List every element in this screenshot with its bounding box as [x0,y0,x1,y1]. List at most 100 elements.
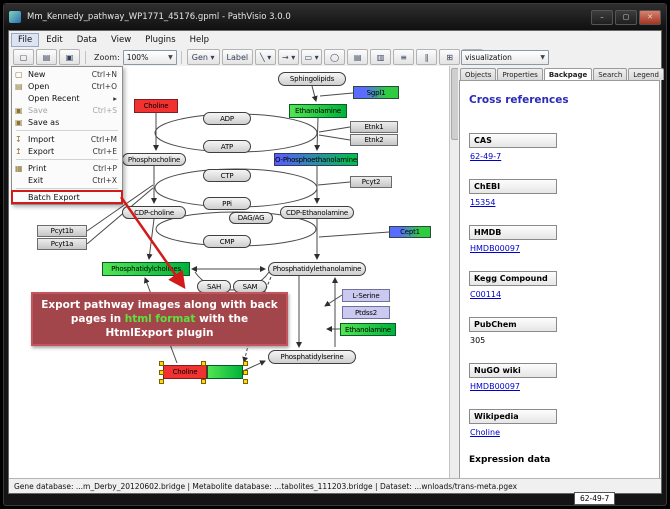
tab-legend[interactable]: Legend [628,68,664,80]
pathway-node-phosphatidylserine[interactable]: Phosphatidylserine [268,350,356,364]
close-button[interactable]: ✕ [639,9,661,25]
menu-item-shortcut: Ctrl+N [91,69,117,79]
pathway-node-l-serine[interactable]: L-Serine [342,289,390,302]
minimize-button[interactable]: – [591,9,613,25]
menu-item-save-as[interactable]: ▣Save as [12,116,122,128]
menu-item-label: New [28,69,46,79]
print-icon: ▦ [15,163,23,173]
toolbar-tool-group: Gen ▾Label╲ ▾→ ▾▭ ▾◯▤▥≡∥⊞⊟ [186,49,484,65]
new-file-button[interactable]: ▢ [13,49,34,65]
tab-search[interactable]: Search [593,68,628,80]
pathway-node-dag-ag[interactable]: DAG/AG [229,212,273,224]
pathway-node-pcyt2[interactable]: Pcyt2 [350,176,392,188]
toolbar-separator [85,50,86,64]
xref-value-hmdb[interactable]: HMDB00097 [470,244,521,253]
xref-value-kegg-compound[interactable]: C00114 [470,290,502,299]
selection-handle[interactable] [243,361,248,366]
rect-tool-button[interactable]: ▭ ▾ [301,49,323,65]
maximize-button[interactable]: ▢ [615,9,637,25]
open-file-button[interactable]: ▤ [36,49,57,65]
align-left-button[interactable]: ▤ [347,49,369,65]
menu-file[interactable]: File [11,32,40,47]
cross-references-heading: Cross references [469,94,569,106]
tab-objects[interactable]: Objects [460,68,497,80]
pathway-node-ethanolamine[interactable]: Ethanolamine [289,104,347,118]
menu-data[interactable]: Data [76,34,97,45]
oval-tool-button[interactable]: ◯ [324,49,346,65]
pathway-node-sgpl1[interactable]: Sgpl1 [353,86,399,99]
selection-handle[interactable] [159,370,164,375]
title-bar[interactable]: Mm_Kennedy_pathway_WP1771_45176.gpml - P… [4,4,666,30]
pathway-node-phosphatidylethanolamine[interactable]: Phosphatidylethanolamine [268,262,366,276]
selection-handle[interactable] [159,361,164,366]
selection-handle[interactable] [201,379,206,384]
xref-value-nugo-wiki[interactable]: HMDB00097 [470,382,521,391]
stack-vertical-button[interactable]: ≡ [393,49,415,65]
chevron-down-icon: ▼ [540,54,545,61]
menu-item-open-recent[interactable]: Open Recent▸ [12,92,122,104]
pathway-node-o-phosphoethanolamine[interactable]: O-Phosphoethanolamine [274,153,358,166]
xref-value-chebi[interactable]: 15354 [470,198,496,207]
pathway-node-ppi[interactable]: PPi [203,197,251,210]
datanode-tool-button[interactable]: Gen ▾ [186,49,220,65]
selection-handle[interactable] [243,370,248,375]
menu-edit[interactable]: Edit [46,34,63,45]
save-as-icon: ▣ [15,117,23,127]
pathway-node-etnk1[interactable]: Etnk1 [350,121,398,133]
pathway-node-ctp[interactable]: CTP [203,169,251,182]
pathway-node-cept1[interactable]: Cept1 [389,226,431,238]
pathway-node-choline[interactable]: Choline [163,365,207,379]
align-center-button[interactable]: ▥ [370,49,392,65]
pathway-node-pcyt1a[interactable]: Pcyt1a [37,238,87,250]
pathway-node-adp[interactable]: ADP [203,112,251,125]
selection-handle[interactable] [201,361,206,366]
menu-view[interactable]: View [111,34,132,45]
pathway-node-cdp-ethanolamine[interactable]: CDP-Ethanolamine [280,206,354,219]
save-file-button[interactable]: ▣ [59,49,80,65]
xref-value-cas[interactable]: 62-49-7 [470,152,502,161]
tab-backpage[interactable]: Backpage [543,68,593,81]
chevron-down-icon: ▼ [168,53,173,61]
tab-properties[interactable]: Properties [497,68,543,80]
menu-item-batch-export[interactable]: Batch Export [11,190,123,204]
pathway-node-cmp[interactable]: CMP [203,235,251,248]
pathway-node-phosphatidylcholines[interactable]: Phosphatidylcholines [102,262,190,276]
menu-item-shortcut: Ctrl+E [92,146,117,156]
pathway-node-phosphocholine[interactable]: Phosphocholine [122,153,186,166]
menu-plugins[interactable]: Plugins [145,34,176,45]
line-tool-button[interactable]: ╲ ▾ [255,49,277,65]
menu-bar-items: File Edit Data View Plugins Help [11,32,216,47]
stack-horizontal-button[interactable]: ∥ [416,49,438,65]
pathway-node-unlabeled[interactable] [207,365,243,379]
menu-help[interactable]: Help [189,34,210,45]
pathway-node-sphingolipids[interactable]: Sphingolipids [278,72,346,86]
xref-value-wikipedia[interactable]: Choline [470,428,500,437]
pathway-node-choline[interactable]: Choline [134,99,178,113]
pathway-node-etnk2[interactable]: Etnk2 [350,134,398,146]
xref-source-wikipedia: Wikipedia [469,409,557,424]
selection-handle[interactable] [159,379,164,384]
pathway-node-ptdss2[interactable]: Ptdss2 [342,306,390,319]
visualization-select[interactable]: visualization ▼ [461,50,549,65]
xref-source-hmdb: HMDB [469,225,557,240]
pathway-node-cdp-choline[interactable]: CDP-choline [122,206,186,219]
selection-handle[interactable] [243,379,248,384]
pathway-node-pcyt1b[interactable]: Pcyt1b [37,225,87,237]
pathway-node-ethanolamine[interactable]: Ethanolamine [340,323,396,336]
group-button[interactable]: ⊞ [439,49,461,65]
zoom-select[interactable]: 100% ▼ [122,49,177,65]
pathway-node-atp[interactable]: ATP [203,140,251,153]
arrow-tool-button[interactable]: → ▾ [278,49,300,65]
label-tool-button[interactable]: Label [221,49,254,65]
